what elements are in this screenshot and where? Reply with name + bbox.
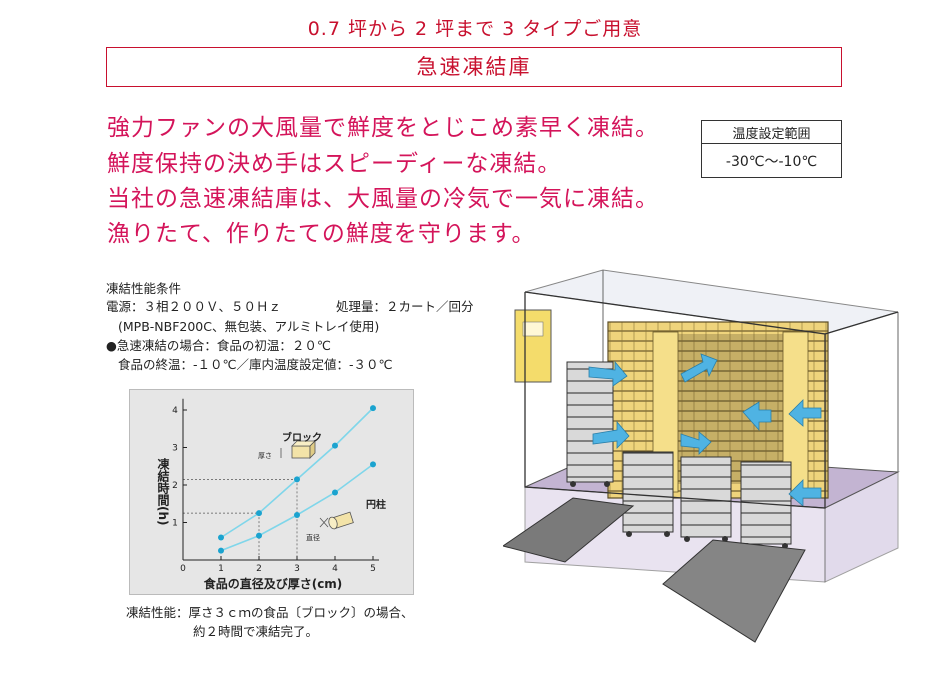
conditions-case: ●急速凍結の場合：食品の初温：２０℃ [106,338,331,353]
temp-range-header: 温度設定範囲 [701,120,842,144]
series-0-point-5 [370,405,376,412]
x-tick-label-2: 2 [256,564,262,574]
x-tick-label-4: 4 [332,564,338,574]
freezing-time-chart: 0 1 2 3 4 5 1 2 3 4 ブロック 厚さ 円柱 直径 食品の直径及び厚さ(cm) 凍… [129,389,414,595]
chart-caption-line2: 約２時間で凍結完了。 [193,624,319,639]
temperature-range-table: 温度設定範囲 -30℃〜-10℃ [701,120,842,178]
block-illustration [280,440,316,459]
x-tick-label-0: 0 [180,564,186,574]
chart-caption-line1: 凍結性能：厚さ３ｃｍの食品〔ブロック〕の場合、 [126,605,414,620]
chart-axes: 0 1 2 3 4 5 1 2 3 4 [172,398,379,574]
conditions-final-temp: 食品の終温：-１０℃／庫内温度設定値：-３０℃ [118,357,393,372]
tagline-1: 強力ファンの大風量で鮮度をとじこめ素早く凍結。 [107,115,659,141]
chart-svg: 0 1 2 3 4 5 1 2 3 4 ブロック 厚さ 円柱 直径 食品の直径及び厚さ(cm) 凍… [156,398,386,591]
freezer-illustration [503,269,900,643]
tagline-4: 漁りたて、作りたての鮮度を守ります。 [107,221,536,247]
page-title: 急速凍結庫 [106,47,842,87]
conditions-heading: 凍結性能条件 [106,281,182,296]
airflow-arrows [588,353,822,507]
series-1-point-1 [218,547,224,554]
y-tick-label-4: 4 [172,406,178,416]
series-0-point-4 [332,442,338,449]
tagline-3: 当社の急速凍結庫は、大風量の冷気で一気に凍結。 [107,186,659,212]
y-tick-label-2: 2 [172,481,178,491]
ramp-right [662,539,806,643]
chart-series [218,405,376,554]
x-tick-label-5: 5 [370,564,376,574]
series-label-block: ブロック [282,431,322,444]
x-axis-label: 食品の直径及び厚さ(cm) [203,576,343,591]
y-tick-label-3: 3 [172,444,178,454]
tagline-2: 鮮度保持の決め手はスピーディーな凍結。 [107,151,562,177]
x-tick-label-3: 3 [294,564,300,574]
cylinder-illustration [319,511,354,530]
block-dimension-label: 厚さ [258,452,272,460]
series-1-point-4 [332,489,338,496]
conditions-power: 電源：３相２００Ｖ、５０Ｈｚ [106,299,282,314]
y-tick-label-1: 1 [172,519,178,529]
series-1-point-2 [256,532,262,539]
cylinder-dimension-label: 直径 [306,533,320,542]
series-0-point-1 [218,534,224,541]
control-panel [514,309,552,383]
series-1-point-3 [294,512,300,518]
series-0-point-3 [294,476,300,483]
chart-guides [183,479,298,560]
y-axis-label: 凍結時間(h) [156,457,170,526]
series-0-point-2 [256,510,262,517]
x-tick-label-1: 1 [218,564,224,574]
series-1-point-5 [370,461,376,468]
conditions-capacity: 処理量：２カート／回分 [336,299,474,314]
conditions-model: (MPB-NBF200C、無包装、アルミトレイ使用) [118,319,380,334]
temp-range-value: -30℃〜-10℃ [701,143,842,178]
subtitle: 0.7 坪から 2 坪まで 3 タイプご用意 [307,18,643,40]
series-label-cylinder: 円柱 [366,498,386,511]
freezer-base-side [824,471,899,583]
ramp-left [503,497,635,563]
